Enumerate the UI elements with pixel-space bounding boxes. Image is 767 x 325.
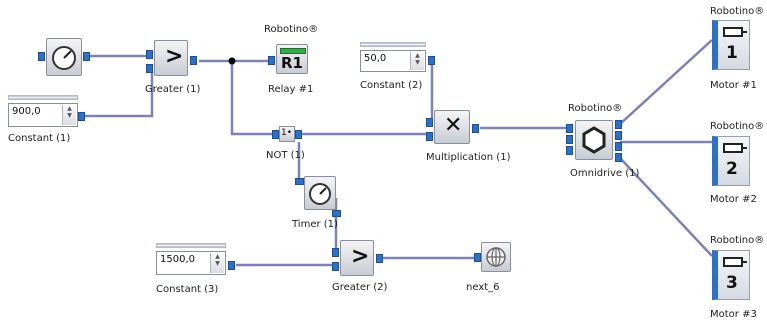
- title-bar: [360, 42, 426, 47]
- relay-brand-label: Robotino®: [264, 24, 319, 35]
- motor-3-block[interactable]: 3: [712, 250, 750, 300]
- next-6-label: next_6: [466, 282, 500, 293]
- input-port[interactable]: [426, 132, 433, 141]
- constant-2-output-port[interactable]: [428, 56, 435, 65]
- omnidrive-brand-label: Robotino®: [568, 103, 623, 114]
- multiply-symbol: ✕: [444, 113, 463, 138]
- input-port[interactable]: [332, 248, 339, 257]
- next-6-tile: [481, 242, 511, 272]
- spinner-arrows-icon[interactable]: ▲▼: [410, 52, 424, 70]
- motor-2-block[interactable]: 2: [712, 136, 750, 186]
- timer-1-label: Timer (1): [292, 219, 338, 230]
- motor-icon: [723, 27, 747, 37]
- output-port[interactable]: [190, 56, 197, 65]
- next-6-block[interactable]: [474, 242, 514, 274]
- motor-2-label: Motor #2: [710, 194, 757, 205]
- input-port[interactable]: [474, 253, 481, 262]
- multiplication-tile: ✕: [434, 110, 470, 144]
- not-symbol: 1•: [281, 128, 293, 138]
- spinner-arrows-icon[interactable]: ▲▼: [210, 253, 224, 273]
- motor-icon: [723, 143, 747, 153]
- greater-2-label: Greater (2): [332, 282, 388, 293]
- sensor-block[interactable]: [38, 38, 90, 76]
- timer-tile: [304, 176, 336, 210]
- title-bar: [8, 95, 78, 100]
- output-port[interactable]: [615, 131, 622, 140]
- not-tile: 1•: [279, 126, 295, 142]
- omnidrive-tile: [575, 120, 613, 160]
- relay-icon: R1: [276, 44, 308, 74]
- wire-junction-dot: [228, 57, 236, 65]
- multiplication-1-label: Multiplication (1): [426, 152, 511, 163]
- motor-2-number: 2: [726, 159, 738, 179]
- greater-1-tile: >: [154, 40, 188, 76]
- motor-1-number: 1: [726, 43, 738, 63]
- globe-icon: [486, 247, 506, 267]
- output-port[interactable]: [376, 254, 383, 263]
- motor-icon: [723, 257, 747, 267]
- input-port[interactable]: [566, 124, 573, 133]
- motor-1-block[interactable]: 1: [712, 20, 750, 70]
- not-1-block[interactable]: 1•: [272, 126, 304, 144]
- wire-omnidrive-motor3: [619, 157, 713, 257]
- not-1-label: NOT (1): [266, 150, 305, 161]
- greater-symbol: >: [351, 244, 370, 269]
- greater-2-tile: >: [340, 240, 374, 276]
- output-port[interactable]: [615, 153, 622, 162]
- constant-3-widget[interactable]: 1500,0 ▲▼: [156, 243, 226, 275]
- output-port[interactable]: [295, 130, 302, 139]
- input-port[interactable]: [272, 130, 279, 139]
- greater-2-block[interactable]: >: [332, 240, 384, 276]
- greater-1-block[interactable]: >: [146, 40, 198, 76]
- spinner-arrows-icon[interactable]: ▲▼: [62, 105, 76, 125]
- constant-1-output-port[interactable]: [78, 112, 85, 121]
- constant-2-widget[interactable]: 50,0 ▲▼: [360, 42, 426, 72]
- input-port[interactable]: [146, 64, 153, 73]
- input-port[interactable]: [426, 118, 433, 127]
- sensor-tile: [46, 38, 82, 76]
- wire-omnidrive-motor1: [619, 39, 713, 125]
- wire-junction-not: [230, 61, 280, 136]
- motor-1-brand-label: Robotino®: [710, 6, 765, 17]
- constant-3-output-port[interactable]: [228, 261, 235, 270]
- input-port[interactable]: [268, 56, 275, 65]
- greater-1-label: Greater (1): [145, 84, 201, 95]
- input-port[interactable]: [332, 262, 339, 271]
- relay-1-block[interactable]: R1: [268, 42, 310, 76]
- omnidrive-icon: [582, 126, 606, 154]
- input-port[interactable]: [566, 135, 573, 144]
- title-bar: [156, 243, 226, 248]
- motor-3-number: 3: [726, 273, 738, 293]
- omnidrive-1-block[interactable]: [566, 118, 624, 162]
- input-port[interactable]: [566, 146, 573, 155]
- input-port[interactable]: [146, 50, 153, 59]
- constant-2-value[interactable]: 50,0: [360, 50, 426, 72]
- motor-3-label: Motor #3: [710, 309, 757, 320]
- multiplication-1-block[interactable]: ✕: [426, 108, 482, 146]
- timer-1-block[interactable]: [295, 176, 342, 217]
- input-port[interactable]: [295, 178, 304, 185]
- output-port[interactable]: [615, 120, 622, 129]
- relay-text: R1: [281, 54, 303, 72]
- omnidrive-1-label: Omnidrive (1): [570, 168, 640, 179]
- relay-1-label: Relay #1: [268, 84, 314, 95]
- output-port[interactable]: [615, 142, 622, 151]
- output-port[interactable]: [472, 124, 479, 133]
- motor-3-brand-label: Robotino®: [710, 235, 765, 246]
- greater-symbol: >: [165, 44, 184, 69]
- input-port[interactable]: [38, 52, 45, 61]
- constant-1-label: Constant (1): [8, 133, 71, 144]
- constant-2-label: Constant (2): [360, 80, 423, 91]
- wire-constant1-greater1: [84, 70, 154, 118]
- stopwatch-icon: [309, 183, 331, 205]
- motor-2-brand-label: Robotino®: [710, 121, 765, 132]
- gauge-icon: [52, 46, 76, 70]
- constant-1-widget[interactable]: 900,0 ▲▼: [8, 95, 78, 127]
- output-port[interactable]: [83, 52, 90, 61]
- constant-3-label: Constant (3): [156, 284, 219, 295]
- motor-1-label: Motor #1: [710, 80, 757, 91]
- output-port[interactable]: [332, 210, 341, 217]
